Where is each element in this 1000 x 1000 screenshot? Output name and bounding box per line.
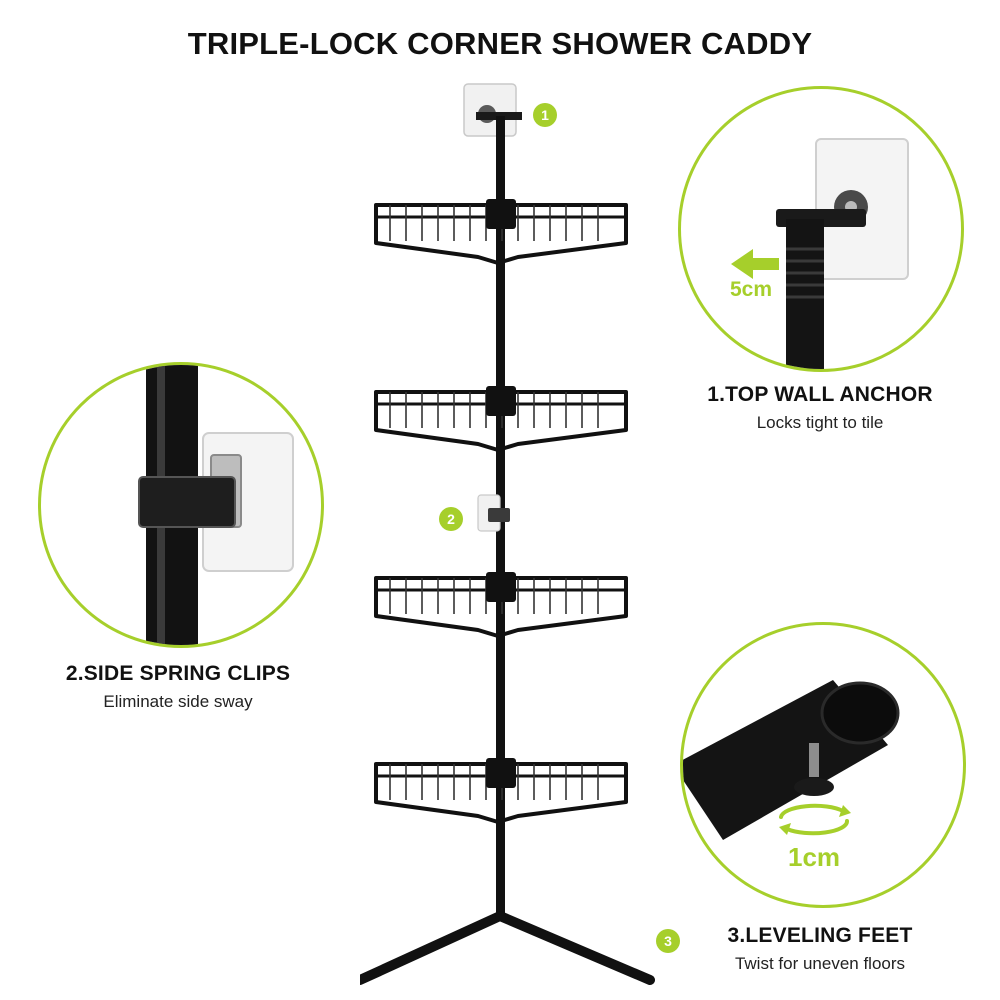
caption-subtext: Locks tight to tile bbox=[756, 413, 884, 432]
spring-clip bbox=[138, 476, 236, 528]
caption-leveling-feet: 3.LEVELING FEET Twist for uneven floors bbox=[670, 924, 970, 974]
caption-heading: 3.LEVELING FEET bbox=[727, 924, 913, 947]
caption-top-wall-anchor: 1.TOP WALL ANCHOR Locks tight to tile bbox=[670, 383, 970, 433]
leveling-screw bbox=[809, 743, 819, 777]
badge-1: 1 bbox=[533, 103, 557, 127]
tripod-leg-right bbox=[495, 911, 655, 985]
shower-caddy-illustration bbox=[360, 83, 655, 985]
side-clip bbox=[488, 508, 510, 522]
zoom-top-wall-anchor bbox=[678, 86, 964, 372]
caption-subtext: Eliminate side sway bbox=[103, 692, 253, 711]
tripod-leg-left bbox=[360, 911, 505, 985]
measurement-5cm: 5cm bbox=[730, 278, 773, 301]
shelf-basket bbox=[374, 199, 628, 265]
measurement-1cm: 1cm bbox=[788, 842, 841, 872]
zoom-side-spring-clip bbox=[38, 362, 324, 648]
shelf-basket bbox=[374, 386, 628, 452]
zoom-leveling-feet bbox=[680, 622, 966, 908]
badge-3: 3 bbox=[656, 929, 680, 953]
shelf-basket bbox=[374, 758, 628, 824]
leveling-foot-pad bbox=[794, 778, 834, 796]
rotate-arrows-icon bbox=[779, 803, 849, 836]
badge-2: 2 bbox=[439, 507, 463, 531]
caption-heading: 1.TOP WALL ANCHOR bbox=[707, 383, 933, 406]
caption-heading: 2.SIDE SPRING CLIPS bbox=[65, 662, 291, 685]
caption-side-spring-clips: 2.SIDE SPRING CLIPS Eliminate side sway bbox=[28, 662, 328, 712]
page-title: TRIPLE-LOCK CORNER SHOWER CADDY bbox=[187, 26, 813, 61]
leg-end-cap bbox=[820, 681, 900, 745]
caption-subtext: Twist for uneven floors bbox=[734, 954, 906, 973]
shelf-basket bbox=[374, 572, 628, 638]
arrow-left-icon bbox=[731, 249, 779, 279]
pole-top bbox=[786, 219, 824, 369]
